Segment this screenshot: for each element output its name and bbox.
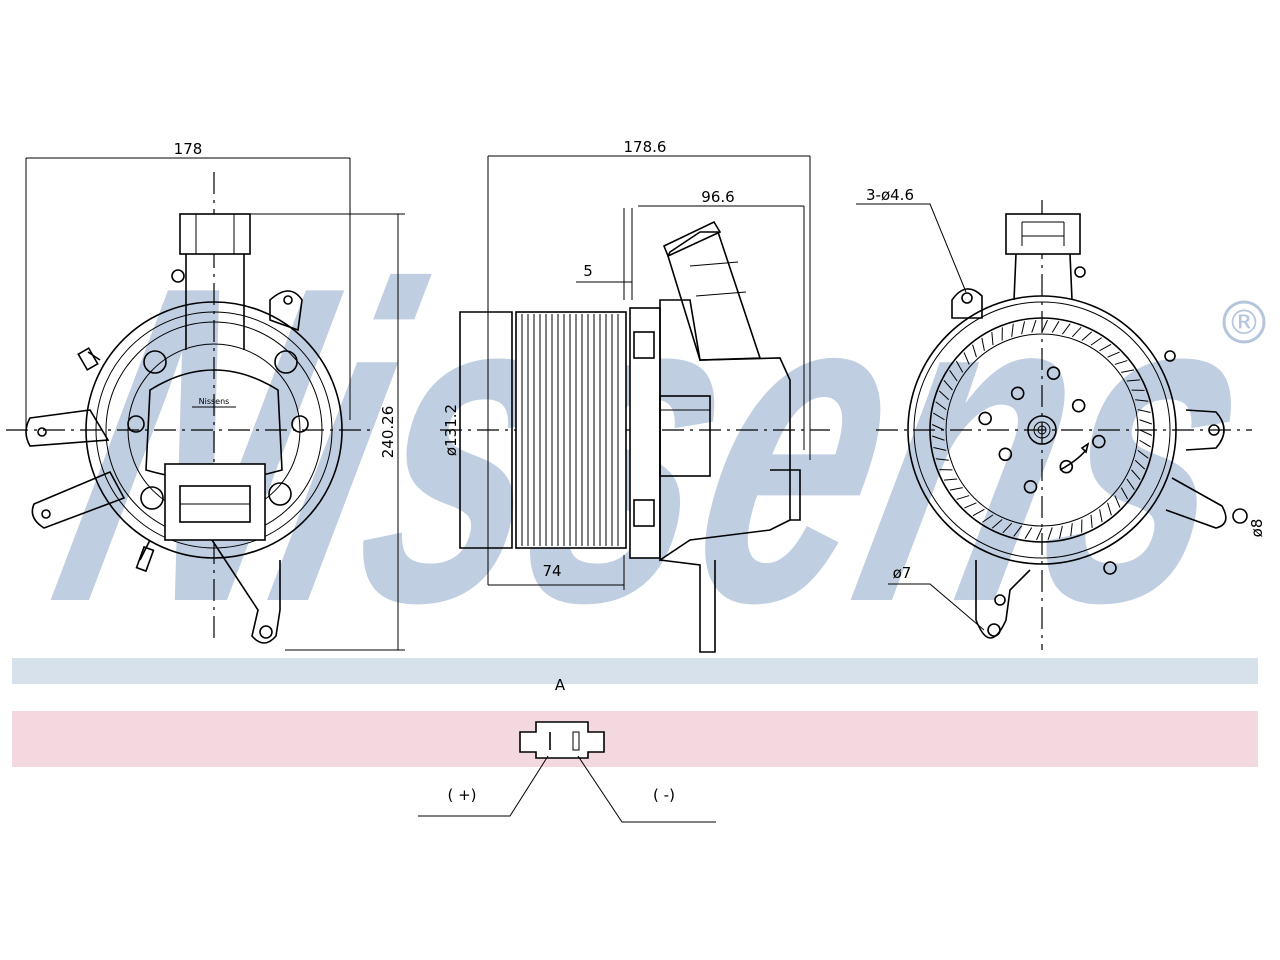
fan-vane <box>991 332 994 346</box>
watermark-band-top <box>12 658 1258 684</box>
side-depth-dim: 74 <box>542 562 561 580</box>
connector-view: A ( +) ( -) <box>418 676 716 823</box>
fan-vane <box>1134 459 1146 470</box>
fan-vane <box>1081 331 1093 341</box>
fan-vane <box>933 412 945 421</box>
rotor-hole <box>1092 434 1106 449</box>
fan-vane <box>1051 321 1060 333</box>
fan-vane <box>1126 478 1135 490</box>
registered-mark: ® <box>1227 303 1261 343</box>
fan-vane <box>1090 337 1102 346</box>
fan-vane <box>981 337 985 351</box>
fan-vane <box>932 435 945 441</box>
fan-vane <box>1058 525 1063 539</box>
side-overall-dim: 178.6 <box>624 138 667 156</box>
fan-vanes <box>931 319 1153 541</box>
fan-vane <box>933 446 947 451</box>
fan-vane <box>972 344 977 358</box>
fan-vane <box>1107 351 1120 358</box>
watermark: Nissens ® <box>12 192 1280 767</box>
fan-vane <box>982 514 994 523</box>
fan-vane <box>963 352 970 365</box>
fan-vane <box>1011 323 1014 337</box>
rotor-hole <box>998 447 1013 462</box>
watermark-band-bottom <box>12 711 1258 767</box>
fan-vane <box>1139 429 1153 436</box>
fan-vane <box>943 379 953 391</box>
front-height-dim: 240.26 <box>379 406 397 459</box>
fan-vane <box>944 478 958 481</box>
fan-vane <box>1002 522 1013 534</box>
fan-vane <box>949 370 958 382</box>
rotor-hole <box>978 411 992 426</box>
rotor-hole <box>1010 386 1025 401</box>
rotor-hole <box>1059 459 1074 474</box>
fan-vane <box>935 458 949 461</box>
rotor-hole <box>1023 480 1038 494</box>
fan-vane <box>1120 487 1129 500</box>
fan-vane <box>931 424 945 431</box>
rear-side-hole-dim: ø8 <box>1248 519 1266 538</box>
side-outlet-dim: 96.6 <box>701 188 734 206</box>
fan-vane <box>1090 514 1093 528</box>
rear-view: 3-ø4.6 ø7 ø8 <box>856 186 1266 650</box>
fan-vane <box>1071 326 1082 338</box>
rear-holes-dim: 3-ø4.6 <box>866 186 914 204</box>
fan-vane <box>1024 527 1033 539</box>
fan-vane <box>1114 495 1121 508</box>
rear-small-hole-dim: ø7 <box>893 564 912 582</box>
connector-negative-label: ( -) <box>653 786 675 804</box>
fan-vane <box>938 390 950 401</box>
fan-vane <box>949 487 963 491</box>
fan-blades <box>521 314 619 546</box>
fan-vane <box>1036 527 1043 541</box>
front-label-plate: Nissens <box>199 397 230 406</box>
fan-vane <box>1139 419 1152 425</box>
fan-vane <box>1135 399 1149 402</box>
fan-vane <box>1041 319 1048 333</box>
fan-vane <box>1099 509 1103 523</box>
fan-vane <box>991 519 1003 529</box>
fan-vane <box>956 495 970 500</box>
registered-mark-circle <box>1222 300 1266 344</box>
fan-vane <box>1139 439 1151 448</box>
fan-vane <box>1031 320 1037 333</box>
fan-vane <box>1099 343 1112 352</box>
side-view: 178.6 96.6 5 ø131.2 74 <box>440 138 830 653</box>
fan-vane <box>1070 523 1073 537</box>
fan-vane <box>1121 369 1135 373</box>
fan-vane <box>1013 525 1023 537</box>
fan-vane <box>1131 469 1141 481</box>
fan-vane <box>1107 502 1112 516</box>
rotor-hole <box>1046 366 1061 380</box>
front-view: 178 240.26 Nissens <box>6 140 405 651</box>
rotor-holes <box>978 366 1106 494</box>
fan-vane <box>935 401 947 411</box>
connector-view-label: A <box>555 676 566 694</box>
front-width-dim: 178 <box>174 140 203 158</box>
fan-vane <box>955 360 964 373</box>
connector-positive-label: ( +) <box>447 786 476 804</box>
fan-vane <box>964 502 977 509</box>
fan-vane <box>1137 449 1149 459</box>
rotor-hole <box>1071 398 1086 413</box>
side-offset-dim: 5 <box>583 262 593 280</box>
fan-vane <box>1114 360 1128 365</box>
fan-vane <box>972 508 985 517</box>
fan-vane <box>1021 321 1026 335</box>
fan-vane <box>1126 379 1140 382</box>
fan-vane <box>1137 409 1151 414</box>
fan-vane <box>1061 323 1071 335</box>
fan-vane <box>1047 527 1053 540</box>
